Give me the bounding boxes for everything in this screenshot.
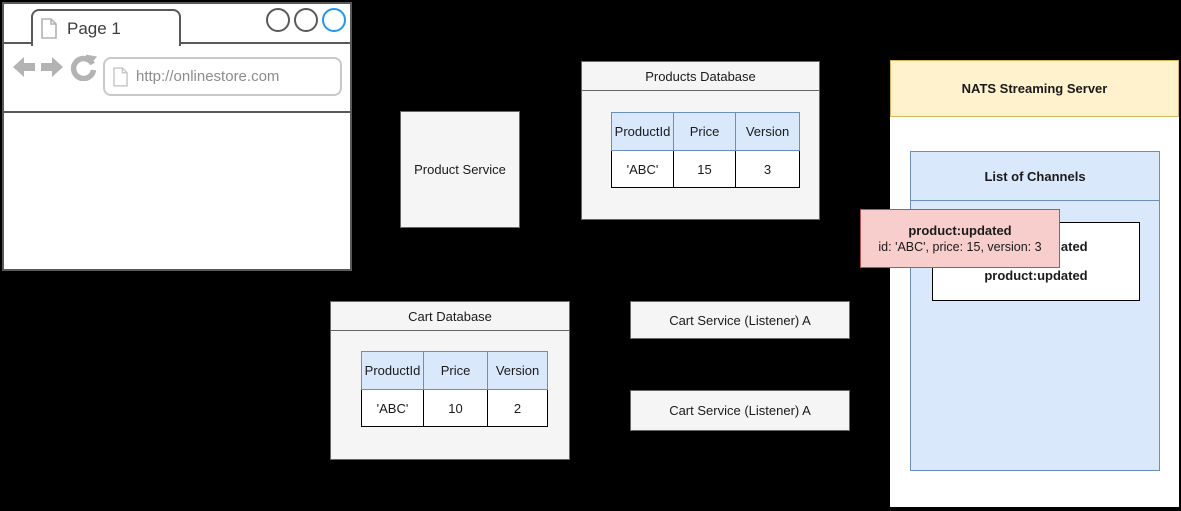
window-controls [266,8,346,32]
browser-nav-bar: http://onlinestore.com [4,44,350,113]
cell-price: 10 [423,389,488,427]
table-row: 'ABC' 10 2 [361,389,548,427]
cart-database-title: Cart Database [331,302,569,331]
table-header-row: ProductId Price Version [361,351,548,390]
refresh-button[interactable] [70,54,97,81]
browser-window: Page 1 [2,2,352,271]
cart-service-listener-1: Cart Service (Listener) A [630,301,850,339]
cart-database-panel: Cart Database ProductId Price Version 'A… [330,301,570,460]
browser-content-area [4,113,350,269]
forward-arrow-icon [41,57,63,77]
window-control-circle-1[interactable] [266,8,290,32]
window-control-circle-3[interactable] [322,8,346,32]
back-arrow-icon [13,57,35,77]
message-tooltip-title: product:updated [908,222,1012,238]
url-page-icon [113,66,128,87]
list-of-channels-panel: List of Channels product:updated product… [910,151,1160,471]
cell-version: 2 [487,389,548,427]
products-database-panel: Products Database ProductId Price Versio… [581,61,820,220]
tab-label: Page 1 [67,18,121,38]
header-cell-price: Price [673,112,736,151]
forward-button[interactable] [40,55,64,79]
header-cell-price: Price [423,351,488,390]
cart-database-table: ProductId Price Version 'ABC' 10 2 [361,351,548,427]
header-cell-productid: ProductId [361,351,424,390]
cell-price: 15 [673,150,736,188]
products-database-title: Products Database [582,62,819,91]
cart-service-label: Cart Service (Listener) A [669,403,811,418]
nats-server-title: NATS Streaming Server [890,60,1179,117]
cart-service-listener-2: Cart Service (Listener) A [630,390,850,431]
products-database-table: ProductId Price Version 'ABC' 15 3 [611,112,800,188]
cell-productid: 'ABC' [361,389,424,427]
message-tooltip: product:updated id: 'ABC', price: 15, ve… [860,209,1060,268]
table-header-row: ProductId Price Version [611,112,800,151]
browser-tab[interactable]: Page 1 [31,9,181,46]
url-text: http://onlinestore.com [136,68,280,85]
nav-divider [4,111,350,113]
cell-version: 3 [735,150,800,188]
table-row: 'ABC' 15 3 [611,150,800,188]
back-button[interactable] [12,55,36,79]
tab-page-icon [41,18,57,39]
nats-server-container: NATS Streaming Server List of Channels p… [890,60,1179,507]
url-bar[interactable]: http://onlinestore.com [103,57,342,96]
window-control-circle-2[interactable] [294,8,318,32]
refresh-icon [70,54,97,81]
message-tooltip-detail: id: 'ABC', price: 15, version: 3 [878,239,1042,254]
cell-productid: 'ABC' [611,150,674,188]
channel-entry-2: product:updated [984,268,1088,283]
product-service-box: Product Service [400,111,520,228]
header-cell-version: Version [735,112,800,151]
product-service-label: Product Service [414,162,506,177]
cart-service-label: Cart Service (Listener) A [669,312,811,328]
header-cell-productid: ProductId [611,112,674,151]
list-of-channels-title: List of Channels [911,152,1159,201]
header-cell-version: Version [487,351,548,390]
